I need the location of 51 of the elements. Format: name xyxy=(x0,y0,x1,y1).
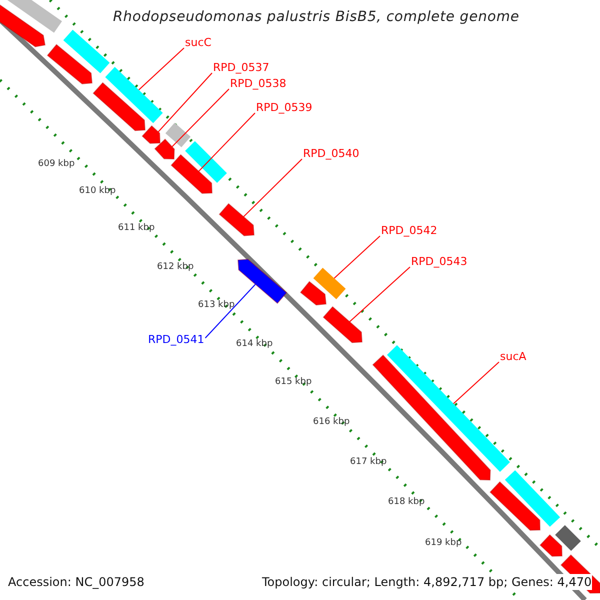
gene-feature xyxy=(322,306,363,344)
gene-label: RPD_0542 xyxy=(381,224,438,237)
scale-label: 612 kbp xyxy=(157,262,194,273)
gene-block xyxy=(105,66,163,124)
leader-line xyxy=(204,284,256,338)
leader-line xyxy=(138,48,184,90)
gene-label: sucA xyxy=(500,350,526,363)
leader-line xyxy=(158,72,212,132)
gene-feature xyxy=(218,203,255,236)
scale-label: 613 kbp xyxy=(198,300,235,311)
scale-label: 617 kbp xyxy=(350,457,387,468)
scale-label: 610 kbp xyxy=(79,186,116,197)
footer-text: Accession: NC_007958 xyxy=(8,574,144,590)
gene-block xyxy=(555,525,581,551)
gene-feature xyxy=(372,354,491,481)
leader-line xyxy=(198,112,256,172)
gene-feature xyxy=(46,44,93,84)
gene-feature xyxy=(540,534,563,557)
gene-feature xyxy=(154,138,175,160)
gene-block xyxy=(313,268,346,300)
gene-label: RPD_0539 xyxy=(256,101,312,114)
gene-feature xyxy=(237,258,288,304)
gene-label: RPD_0537 xyxy=(213,61,270,74)
scale-label: 619 kbp xyxy=(425,538,462,549)
gene-feature xyxy=(300,280,327,306)
gene-block xyxy=(185,141,227,183)
leader-line xyxy=(243,158,302,218)
leader-line xyxy=(172,88,230,148)
gene-label: RPD_0540 xyxy=(303,147,360,160)
gene-block xyxy=(165,122,191,148)
leader-line xyxy=(453,362,500,404)
gene-label: RPD_0541 xyxy=(148,333,204,346)
gene-label: RPD_0543 xyxy=(411,255,468,268)
leader-line xyxy=(334,236,380,279)
scale-label: 616 kbp xyxy=(313,417,350,428)
gene-feature xyxy=(92,82,146,132)
gene-block xyxy=(63,30,110,74)
gene-feature xyxy=(0,4,46,48)
leader-line xyxy=(349,266,410,322)
footer-text: Topology: circular; Length: 4,892,717 bp; Genes: 4,470 xyxy=(262,574,592,590)
gene-label: sucC xyxy=(185,36,212,49)
title: Rhodopseudomonas palustris BisB5, complete genome xyxy=(113,8,520,26)
scale-label: 615 kbp xyxy=(275,377,312,388)
gene-block xyxy=(504,470,560,527)
gene-label: RPD_0538 xyxy=(230,77,286,90)
scale-label: 609 kbp xyxy=(38,159,75,170)
scale-label: 618 kbp xyxy=(388,497,425,508)
gene-feature xyxy=(170,154,213,194)
gene-feature xyxy=(490,481,540,531)
scale-label: 611 kbp xyxy=(118,223,155,234)
scale-label: 614 kbp xyxy=(236,339,273,350)
